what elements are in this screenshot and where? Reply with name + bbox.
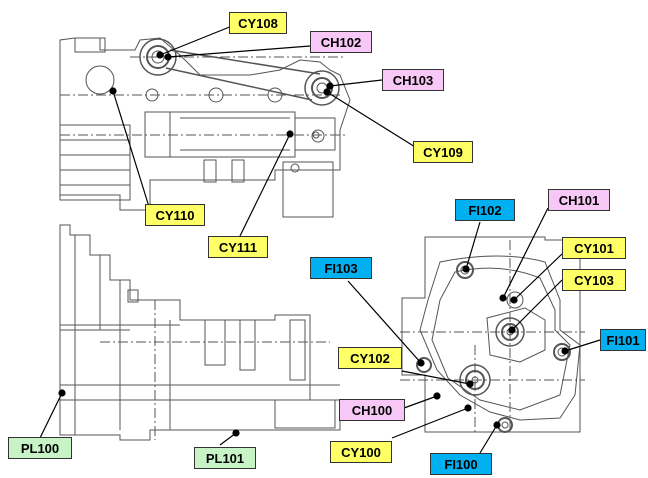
leader-dot-ch103 [326,82,334,90]
leader-ch102 [167,45,311,58]
callout-cy108: CY108 [229,12,287,34]
callout-fi103: FI103 [310,257,372,279]
callout-fi100: FI100 [430,453,492,475]
leader-cy109 [326,91,421,151]
leader-dot-fi103 [417,359,425,367]
leader-dot-cy102 [466,380,474,388]
leader-dot-fi101 [561,347,569,355]
leader-dot-ch100 [433,392,441,400]
leader-dot-fi102 [462,265,470,273]
callout-cy102: CY102 [338,347,402,369]
callout-cy100: CY100 [330,441,392,463]
leader-ch100 [403,395,438,409]
callout-cy110: CY110 [145,204,205,226]
callout-pl100: PL100 [8,437,72,459]
leader-cy110 [112,90,151,211]
leader-ch101 [502,207,549,299]
leader-dot-cy101 [510,296,518,304]
leader-dot-cy103 [508,326,516,334]
callout-ch101: CH101 [548,189,610,211]
leader-dot-cy108 [156,51,164,59]
leader-dot-pl101 [232,429,240,437]
callout-cy109: CY109 [413,141,473,163]
callout-cy103: CY103 [562,269,626,291]
leader-cy103 [511,279,563,331]
side-view-part [59,224,341,441]
leader-pl100 [39,392,63,439]
leader-cy100 [391,407,469,439]
leader-dot-cy111 [286,130,294,138]
leader-fi100 [479,424,498,454]
callout-ch103: CH103 [382,69,444,91]
leader-lines [39,23,601,454]
leader-fi101 [564,339,601,352]
leader-dot-fi100 [493,421,501,429]
end-view-part [400,236,585,433]
leader-cy101 [513,253,563,301]
callout-cy101: CY101 [562,237,626,259]
leader-ch103 [329,79,383,87]
top-view-part [59,37,351,218]
leader-cy102 [401,370,471,385]
leader-dot-ch101 [499,294,507,302]
leader-dot-cy110 [109,87,117,95]
leader-dot-cy100 [464,404,472,412]
callout-fi102: FI102 [455,199,515,221]
leader-cy111 [239,133,291,237]
leader-cy108 [159,23,238,56]
callout-cy111: CY111 [208,236,268,258]
leader-dot-cy109 [323,88,331,96]
leader-fi102 [465,221,481,270]
leader-dot-ch102 [164,53,172,61]
callout-pl101: PL101 [194,447,256,469]
callout-ch102: CH102 [310,31,372,53]
leader-dot-pl100 [58,389,66,397]
callout-fi101: FI101 [600,329,646,351]
leader-fi103 [347,280,422,364]
callout-ch100: CH100 [339,399,405,421]
